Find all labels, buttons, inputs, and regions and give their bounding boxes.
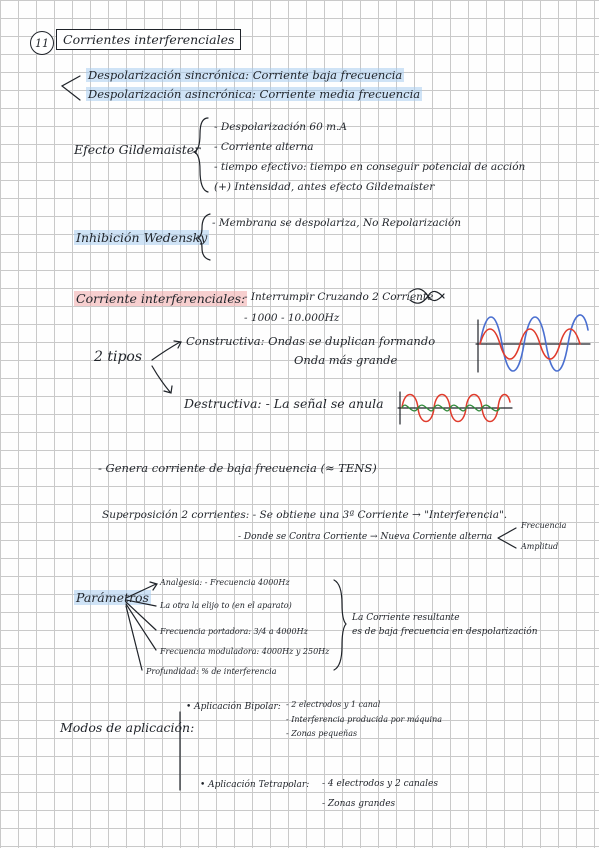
ci-label: Corriente interferenciales:	[74, 291, 248, 306]
desp-sync: Despolarización sincrónica: Corriente ba…	[86, 68, 405, 82]
ci-line2: - 1000 - 10.000Hz	[244, 312, 340, 324]
parametro-item: La otra la elijo to (en el aparato)	[160, 601, 292, 610]
section-number: 11	[30, 31, 54, 55]
tipos-label: 2 tipos	[94, 349, 143, 365]
bipolar-item: - Interferencia producida por máquina	[286, 715, 443, 724]
bipolar-label: • Aplicación Bipolar:	[186, 702, 281, 712]
construct-line2: Onda más grande	[294, 353, 398, 367]
title-box: Corrientes interferenciales	[56, 29, 242, 50]
destruct-line: Destructiva: - La señal se anula	[184, 396, 384, 411]
gildemeister-item: - tiempo efectivo: tiempo en conseguir p…	[214, 161, 526, 173]
gildemeister-item: - Corriente alterna	[214, 141, 314, 153]
parametros-note1: La Corriente resultante	[352, 613, 460, 623]
tetrapolar-item: - 4 electrodos y 2 canales	[322, 779, 438, 789]
superpos-freq: Frecuencia	[521, 521, 567, 530]
desp-async: Despolarización asincrónica: Corriente m…	[86, 87, 423, 101]
page-title: Corrientes interferenciales	[56, 29, 242, 50]
wedensky-label: Inhibición Wedensky	[74, 230, 210, 245]
modos-label: Modos de aplicación:	[60, 720, 195, 735]
wedensky-item: - Membrana se despolariza, No Repolariza…	[212, 217, 462, 229]
tetrapolar-item: - Zonas grandes	[322, 799, 396, 809]
parametro-item: Frecuencia portadora: 3/4 a 4000Hz	[160, 627, 308, 636]
parametro-item: Analgesia: - Frecuencia 4000Hz	[160, 578, 290, 587]
parametro-item: Frecuencia moduladora: 4000Hz y 250Hz	[160, 647, 330, 656]
genera-line: - Genera corriente de baja frecuencia (≈…	[98, 461, 377, 475]
gildemeister-item: - Despolarización 60 m.A	[214, 121, 347, 133]
bipolar-item: - 2 electrodos y 1 canal	[286, 700, 381, 709]
superpos-amp: Amplitud	[521, 542, 559, 551]
tetrapolar-label: • Aplicación Tetrapolar:	[200, 780, 310, 790]
parametros-label: Parámetros	[74, 590, 151, 605]
superpos-line2: - Donde se Contra Corriente → Nueva Corr…	[238, 532, 493, 542]
ci-line1: - Interrumpir Cruzando 2 Corriente	[244, 291, 434, 303]
parametros-note2: es de baja frecuencia en despolarización	[352, 627, 538, 637]
superpos-line1: Superposición 2 corrientes: - Se obtiene…	[102, 509, 508, 521]
gildemeister-item: (+) Intensidad, antes efecto Gildemaiste…	[214, 181, 435, 193]
gildemeister-label: Efecto Gildemaister	[74, 142, 201, 157]
bipolar-item: - Zonas pequeñas	[286, 729, 358, 738]
parametro-item: Profundidad: % de interferencia	[146, 667, 277, 676]
construct-line: Constructiva: Ondas se duplican formando	[186, 334, 436, 348]
